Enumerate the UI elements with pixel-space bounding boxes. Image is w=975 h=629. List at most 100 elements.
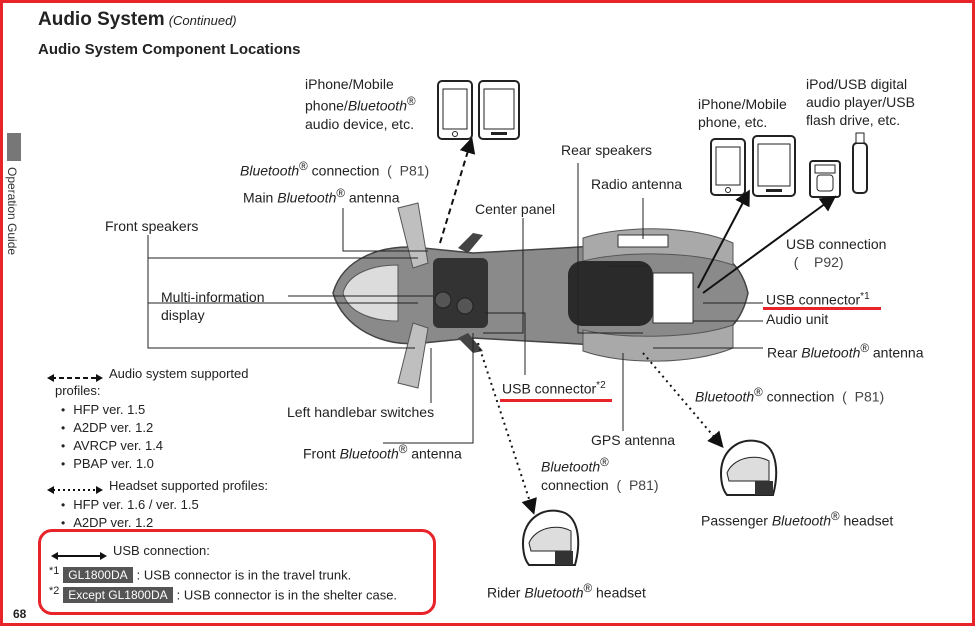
model-tag: GL1800DA (63, 567, 133, 584)
dashed-arrow-legend-icon (47, 370, 103, 382)
label-line: phone/Bluetooth® (305, 93, 416, 115)
audio-profiles-list: HFP ver. 1.5 A2DP ver. 1.2 AVRCP ver. 1.… (47, 401, 268, 473)
text: Rider (487, 584, 525, 601)
solid-arrow-legend-icon (51, 547, 107, 560)
helmet-icon (521, 509, 580, 566)
text: Main (243, 189, 278, 206)
page-ref[interactable]: ( P81) (612, 476, 659, 493)
registered-mark: ® (398, 443, 408, 456)
section-subtitle: Audio System Component Locations (38, 41, 301, 58)
label-line: connection ( P81) (541, 476, 659, 494)
label-line: Multi-information (161, 289, 265, 305)
headset-profiles-heading: Headset supported profiles: (47, 477, 268, 494)
label-bt-connection-right[interactable]: Bluetooth® connection ( P81) (695, 384, 884, 406)
text: antenna (345, 189, 400, 206)
footnote-mark: *1 (49, 565, 60, 577)
footnote-mark: *1 (860, 291, 870, 302)
registered-mark: ® (754, 386, 763, 399)
motorcycle-diagram (147, 80, 868, 566)
motorcycle-top-view (332, 202, 749, 389)
label-line: display (161, 307, 205, 323)
label-radio-antenna: Radio antenna (591, 176, 683, 192)
list-item: HFP ver. 1.6 / ver. 1.5 (61, 496, 268, 514)
list-item: AVRCP ver. 1.4 (61, 437, 268, 455)
page-ref-number: P81 (628, 476, 654, 493)
text: connection (541, 476, 609, 493)
tablet-icon (752, 135, 796, 197)
page-ref[interactable]: ( P92) (786, 254, 844, 270)
phone-icon (710, 138, 746, 196)
highlight-underline (500, 399, 612, 402)
label-bt-connection-top[interactable]: Bluetooth® connection ( P81) (240, 158, 429, 180)
page-ref[interactable]: ( P81) (383, 162, 430, 179)
label-iphone-right: iPhone/Mobile phone, etc. (698, 95, 787, 131)
page-ref-number: P81 (399, 162, 425, 179)
phone-icon (437, 80, 473, 140)
tablet-icon (478, 80, 520, 140)
usb-legend: USB connection: (51, 541, 210, 561)
text: antenna (407, 445, 462, 462)
usb-flash-drive-icon (852, 132, 868, 194)
registered-mark: ® (831, 510, 840, 523)
label-gps-antenna: GPS antenna (591, 432, 676, 448)
registered-mark: ® (407, 95, 416, 108)
text: : USB connector is in the shelter case. (176, 587, 398, 603)
page-title-text: Audio System (38, 9, 165, 30)
side-tab: Operation Guide (3, 133, 21, 283)
text: Passenger (701, 512, 772, 529)
label-front-speakers: Front speakers (105, 218, 199, 234)
label-usb-connector-1: USB connector*1 (766, 288, 870, 309)
page-ref-number: P81 (854, 388, 880, 405)
text: Headset supported profiles: (109, 478, 268, 493)
label-usb-connection[interactable]: USB connection ( P92) (786, 235, 886, 271)
text: Bluetooth (524, 584, 584, 601)
registered-mark: ® (600, 456, 609, 469)
text: USB connector (502, 380, 597, 397)
dotted-arrow-legend-icon (47, 482, 103, 494)
text: Bluetooth (541, 458, 601, 475)
list-item: A2DP ver. 1.2 (61, 514, 268, 532)
label-line: audio player/USB (806, 94, 915, 110)
label-usb-connector-2: USB connector*2 (502, 377, 606, 398)
label-multi-info-display: Multi-information display (161, 288, 264, 324)
text: USB connection: (113, 543, 210, 558)
text: antenna (869, 344, 924, 361)
label-iphone-bt-devices: iPhone/Mobile phone/Bluetooth® audio dev… (305, 75, 416, 133)
footnote-mark: *2 (49, 585, 60, 597)
text: : USB connector is in the travel trunk. (136, 567, 352, 583)
text: Bluetooth (240, 162, 300, 179)
label-ipod-usb: iPod/USB digital audio player/USB flash … (806, 75, 915, 129)
helmet-icon (719, 439, 778, 496)
audio-profiles-heading: Audio system supported (47, 365, 268, 382)
label-front-bt-antenna: Front Bluetooth® antenna (303, 441, 462, 463)
side-tab-label: Operation Guide (5, 167, 19, 256)
label-passenger-headset: Passenger Bluetooth® headset (701, 508, 893, 530)
registered-mark: ® (336, 187, 345, 200)
page-ref-number: P92 (814, 254, 839, 270)
label-bt-connection-bottom[interactable]: Bluetooth® connection ( P81) (541, 454, 659, 494)
text: Rear (767, 344, 802, 361)
model-tag: Except GL1800DA (63, 587, 173, 604)
footnote-mark: *2 (596, 380, 606, 391)
text: Bluetooth (277, 189, 337, 206)
page-ref[interactable]: ( P81) (838, 388, 885, 405)
list-item: A2DP ver. 1.2 (61, 419, 268, 437)
label-rider-headset: Rider Bluetooth® headset (487, 580, 646, 602)
label-line: flash drive, etc. (806, 112, 901, 128)
ipod-icon (809, 160, 841, 198)
headset-profiles-list: HFP ver. 1.6 / ver. 1.5 A2DP ver. 1.2 (47, 496, 268, 532)
text: Bluetooth (339, 445, 399, 462)
registered-mark: ® (299, 160, 308, 173)
label-line: iPhone/Mobile (305, 76, 394, 92)
label-line: iPhone/Mobile (698, 96, 787, 112)
label-main-bt-antenna: Main Bluetooth® antenna (243, 185, 400, 207)
text: connection (762, 388, 835, 405)
page-title: Audio System(Continued) (38, 9, 237, 31)
text: phone/ (305, 97, 348, 114)
label-line: Bluetooth® (541, 454, 659, 476)
text: Audio system supported (109, 366, 249, 381)
page-number: 68 (13, 607, 27, 621)
